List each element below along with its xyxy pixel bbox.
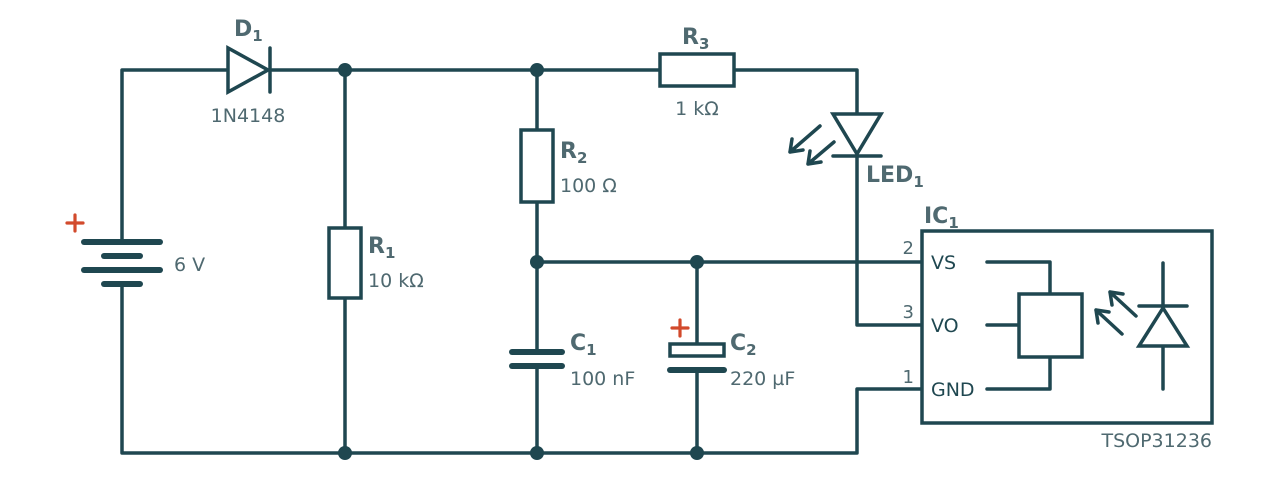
capacitor-c1: C1 100 nF [509, 331, 635, 390]
junction-dot [338, 446, 352, 460]
battery-plus-sign [65, 213, 85, 233]
junction-dot [690, 255, 704, 269]
ic-pin-name: GND [931, 379, 975, 401]
battery: 6 V [65, 213, 205, 287]
battery-value: 6 V [174, 254, 205, 276]
capacitor-c1-value: 100 nF [570, 368, 635, 390]
junction-dot [530, 63, 544, 77]
led-led1-ref: LED1 [866, 163, 924, 191]
ic-pin-name: VO [931, 315, 959, 337]
ic-photodiode-triangle [1135, 304, 1191, 348]
junction-dot [530, 446, 544, 460]
led-led1: LED1 [788, 112, 924, 191]
ic-pin-number: 1 [903, 367, 914, 388]
resistor-r1-body [327, 226, 363, 300]
resistor-r3: R3 1 kΩ [658, 25, 736, 120]
capacitor-c2-plate-top [668, 342, 726, 358]
led-led1-triangle [829, 112, 885, 158]
led-light-arrow-icon [806, 140, 836, 166]
capacitor-c1-ref: C1 [570, 331, 597, 359]
ic-ic1: IC1 TSOP31236 2 3 1 VS VO GND [903, 204, 1214, 452]
wires [120, 68, 924, 455]
ic-internal-wire-vs [985, 260, 1052, 296]
ic-light-arrow-icon [1094, 308, 1124, 336]
resistor-r3-value: 1 kΩ [675, 98, 719, 120]
resistor-r1-ref: R1 [368, 234, 395, 262]
resistor-r1: R1 10 kΩ [327, 226, 424, 300]
ic-pin-name: VS [931, 252, 956, 274]
resistor-r2-body [519, 128, 555, 204]
ic-internal-wire-gnd [985, 355, 1052, 391]
diode-d1: D1 1N4148 [211, 17, 286, 127]
resistor-r3-ref: R3 [682, 25, 709, 53]
wire-top-left [120, 68, 228, 244]
diode-d1-value: 1N4148 [211, 105, 286, 127]
ic-ic1-ref: IC1 [924, 204, 959, 232]
capacitor-c2-value: 220 µF [730, 368, 795, 390]
junctions [338, 63, 704, 460]
junction-dot [530, 255, 544, 269]
ic-pin-number: 2 [903, 238, 914, 259]
resistor-r1-value: 10 kΩ [368, 270, 424, 292]
ic-ic1-part: TSOP31236 [1100, 430, 1212, 452]
wire-r3-led [732, 68, 859, 116]
resistor-r2-value: 100 Ω [560, 175, 617, 197]
wire-battery-bottom [120, 282, 924, 455]
resistor-r3-body [658, 52, 736, 88]
capacitor-c2-ref: C2 [730, 331, 757, 359]
ic-internal-block [1017, 292, 1084, 359]
diode-d1-ref: D1 [234, 17, 263, 45]
led-light-arrow-icon [788, 124, 822, 154]
resistor-r2: R2 100 Ω [519, 128, 617, 204]
resistor-r2-ref: R2 [560, 139, 587, 167]
ic-light-arrow-icon [1108, 290, 1138, 318]
capacitor-c2-plus-sign [670, 318, 690, 338]
junction-dot [690, 446, 704, 460]
junction-dot [338, 63, 352, 77]
capacitor-c2: C2 220 µF [667, 318, 795, 390]
diode-d1-triangle [226, 45, 272, 95]
ic-pin-number: 3 [903, 302, 914, 323]
wire-led-vo [855, 154, 924, 327]
